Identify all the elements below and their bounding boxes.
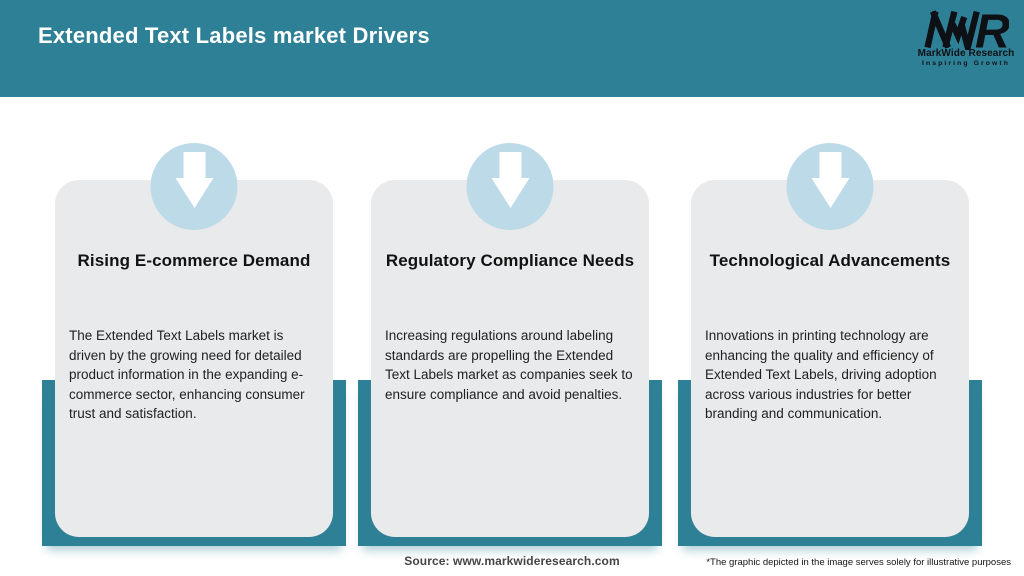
card-title: Technological Advancements [709, 251, 951, 270]
card-surface [691, 180, 969, 537]
driver-card-rising-ecommerce: Rising E-commerce Demand The Extended Te… [42, 143, 346, 546]
icon-circle [786, 143, 874, 230]
down-arrow-icon [175, 152, 213, 208]
logo-company-name: MarkWide Research [917, 48, 1015, 59]
card-body-text: Increasing regulations around labeling s… [385, 328, 633, 402]
page-title: Extended Text Labels market Drivers [38, 23, 430, 48]
down-arrow-icon [491, 152, 529, 208]
header-bar: Extended Text Labels market Drivers R Ma… [0, 0, 1024, 97]
down-arrow-icon [811, 152, 849, 208]
markwide-logo: R MarkWide Research Inspiring Growth [914, 9, 1018, 67]
logo-tagline: Inspiring Growth [922, 60, 1010, 67]
card-surface [371, 180, 649, 537]
card-body-text: The Extended Text Labels market is drive… [69, 328, 305, 421]
driver-card-regulatory-compliance: Regulatory Compliance Needs Increasing r… [358, 143, 662, 546]
source-attribution: Source: www.markwideresearch.com [404, 554, 620, 568]
card-title: Regulatory Compliance Needs [385, 251, 635, 270]
disclaimer-note: *The graphic depicted in the image serve… [706, 557, 1011, 568]
mwr-logo-mark-icon: R [924, 9, 1009, 50]
logo-letter-r: R [975, 9, 1009, 50]
driver-card-technological-advancements: Technological Advancements Innovations i… [678, 143, 982, 546]
card-surface [55, 180, 333, 537]
card-title: Rising E-commerce Demand [77, 251, 311, 270]
icon-circle [150, 143, 238, 230]
card-body-text: Innovations in printing technology are e… [705, 328, 937, 421]
icon-circle [466, 143, 554, 230]
